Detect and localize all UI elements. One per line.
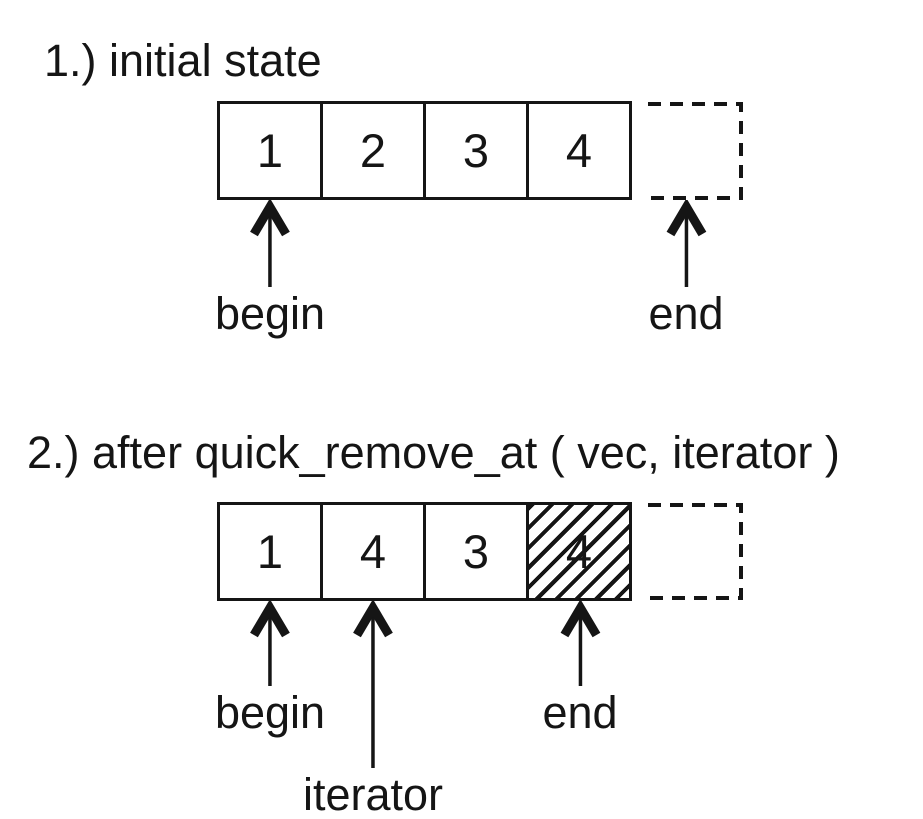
figure1-begin-pointer: begin <box>215 200 325 336</box>
array-cell: 1 <box>217 502 323 601</box>
figure2-dashed-end-cell <box>648 503 743 600</box>
figure2-title: 2.) after quick_remove_at ( vec, iterato… <box>27 427 840 478</box>
figure1-dashed-end-cell <box>648 102 743 200</box>
cell-value: 3 <box>462 124 490 177</box>
figure2-end-label: end <box>542 687 618 738</box>
cell-value: 2 <box>359 124 387 177</box>
cell-value: 1 <box>256 525 284 578</box>
array-cell-hatched: 4 <box>526 502 632 601</box>
array-cell: 2 <box>320 101 426 200</box>
cell-value: 1 <box>256 124 284 177</box>
figure2-array: 1 4 3 4 <box>217 502 632 601</box>
figure2-iterator-pointer: iterator <box>303 601 443 817</box>
figure2-iterator-label: iterator <box>302 769 444 819</box>
array-cell: 4 <box>526 101 632 200</box>
figure1-end-label: end <box>648 288 724 339</box>
figure1-array: 1 2 3 4 <box>217 101 632 200</box>
cell-value: 4 <box>565 525 593 578</box>
cell-value: 4 <box>359 525 387 578</box>
figure1-title: 1.) initial state <box>44 35 322 86</box>
up-arrow-icon <box>353 601 393 768</box>
cell-value: 4 <box>565 124 593 177</box>
figure2-end-pointer: end <box>542 601 618 738</box>
up-arrow-icon <box>666 200 706 287</box>
array-cell: 4 <box>320 502 426 601</box>
up-arrow-icon <box>250 200 290 287</box>
array-cell: 3 <box>423 502 529 601</box>
up-arrow-icon <box>250 601 290 686</box>
figure2-begin-label: begin <box>214 687 326 738</box>
figure1-begin-label: begin <box>214 288 326 339</box>
array-cell: 1 <box>217 101 323 200</box>
cell-value: 3 <box>462 525 490 578</box>
figure2-begin-pointer: begin <box>215 601 325 735</box>
figure1-end-pointer: end <box>648 200 724 339</box>
up-arrow-icon <box>560 601 600 686</box>
array-cell: 3 <box>423 101 529 200</box>
